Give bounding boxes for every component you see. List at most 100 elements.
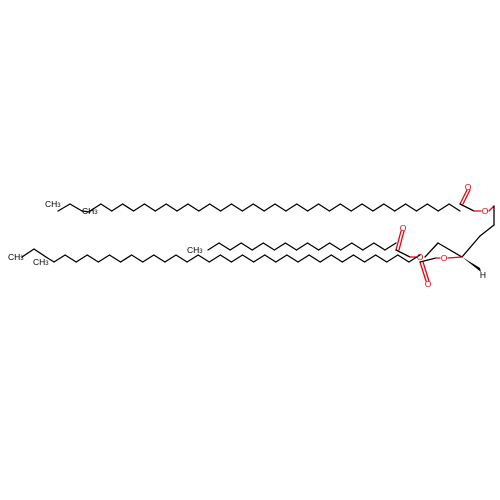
top-chain-bond — [404, 203, 418, 212]
bottom-chain-bond — [186, 254, 199, 263]
top-chain-bond — [132, 203, 146, 212]
top-chain-bond — [230, 203, 244, 212]
bottom-chain-bond — [142, 254, 155, 263]
top-chain-bond — [328, 203, 341, 212]
top-chain-bond — [111, 203, 124, 212]
middle-methyl-label: CH3 — [187, 245, 203, 255]
top-chain-bond — [372, 203, 385, 212]
top-o-ch2-bond — [488, 205, 495, 212]
bottom-chain-bond — [363, 254, 377, 263]
bottom-methyl-label: CH3 — [8, 252, 24, 262]
middle-chain-bond — [218, 242, 231, 251]
top-methyl-label: CH3 — [45, 199, 61, 209]
middle-o-ch2-bond — [424, 242, 439, 258]
top-chain-bond — [339, 203, 352, 212]
bottom-chain-bond — [408, 254, 421, 263]
middle-ester-oxygen: O — [417, 252, 424, 262]
stereo-hydrogen: H — [480, 270, 486, 280]
top-chain-bond — [296, 203, 309, 212]
top-chain-bond — [437, 203, 450, 212]
top-chain-bond — [361, 203, 374, 212]
top-chain-bond — [143, 203, 156, 212]
middle-chain-bond — [295, 242, 309, 251]
top-chain-bond — [100, 203, 113, 212]
middle-chain-bond — [229, 242, 242, 251]
middle-carbonyl-bond-2 — [398, 230, 405, 251]
top-carbonyl-oxygen: O — [465, 182, 472, 192]
bottom-chain-bond — [352, 254, 366, 263]
bottom-chain-bond — [252, 254, 266, 263]
top-chain-bond — [317, 203, 331, 212]
bottom-chain-bond — [297, 254, 310, 263]
bottom-chain-bond — [197, 254, 210, 263]
glycerol-c2-up-bond — [461, 235, 481, 258]
methyl-branch-bond — [81, 210, 91, 213]
bottom-ester-oxygen: O — [441, 253, 448, 263]
bottom-chain-bond — [275, 254, 288, 263]
top-chain-bond — [274, 203, 287, 212]
middle-ester-bond — [395, 249, 411, 258]
middle-chain-bond — [240, 242, 253, 251]
bottom-ester-bond — [419, 257, 437, 263]
middle-chain-bond — [262, 242, 276, 251]
bottom-chain-bond — [108, 254, 122, 263]
top-chain-bond — [383, 203, 396, 212]
bottom-chain-bond — [153, 254, 166, 263]
middle-chain-bond — [306, 242, 320, 251]
top-carbonyl-bond — [459, 189, 468, 205]
top-chain-bond — [121, 203, 135, 212]
middle-chain-bond — [351, 242, 364, 251]
middle-chain-bond — [273, 242, 287, 251]
middle-chain-bond — [328, 242, 342, 251]
bottom-chain-bond — [264, 254, 277, 263]
middle-chain-bond — [384, 242, 397, 251]
middle-carbonyl-oxygen: O — [400, 223, 407, 233]
stereo-wedge-bond — [462, 257, 481, 272]
top-chain-bond — [306, 203, 320, 212]
middle-chain-bond — [317, 242, 331, 251]
bottom-chain-bond — [230, 254, 244, 263]
bottom-chain-bond — [208, 254, 222, 263]
middle-chain-bond — [207, 242, 220, 251]
glycerol-c1-c2-bond — [479, 224, 495, 237]
bottom-chain-bond — [308, 254, 321, 263]
top-chain-bond — [165, 203, 178, 212]
top-chain-bond — [448, 203, 461, 212]
bottom-ethyl-bond — [33, 248, 47, 258]
bottom-chain-bond — [119, 254, 133, 263]
bond-layer — [21, 189, 495, 282]
top-ester-bond — [459, 203, 475, 212]
middle-chain-bond — [373, 242, 386, 251]
top-chain-bond — [209, 203, 222, 212]
ethyl-bond — [69, 203, 83, 212]
middle-chain-bond — [362, 242, 375, 251]
top-chain-bond — [252, 203, 265, 212]
top-chain-bond — [219, 203, 233, 212]
middle-chain-bond — [251, 242, 264, 251]
bottom-terminal-bond — [21, 248, 35, 258]
top-chain-bond — [426, 203, 439, 212]
bottom-methyl-branch-bond — [45, 256, 55, 263]
bottom-ch-branch-label: CH3 — [33, 257, 49, 267]
bottom-chain-bond — [219, 254, 233, 263]
bottom-chain-bond — [319, 254, 332, 263]
top-chain-bond — [415, 203, 429, 212]
bottom-chain-bond — [130, 254, 144, 263]
middle-chain-bond — [340, 242, 353, 251]
middle-chain-bond — [284, 242, 298, 251]
bottom-chain-bond — [286, 254, 299, 263]
bottom-chain-bond — [175, 254, 188, 263]
top-chain-bond — [198, 203, 211, 212]
bottom-carbonyl-bond-2 — [422, 261, 430, 282]
bottom-chain-bond — [75, 254, 88, 263]
bottom-chain-bond — [241, 254, 255, 263]
bottom-chain-bond — [374, 254, 388, 263]
bottom-chain-bond — [86, 254, 100, 263]
top-chain-bond — [263, 203, 276, 212]
bottom-chain-bond — [397, 254, 410, 263]
bottom-chain-bond — [97, 254, 111, 263]
bottom-chain-bond — [341, 254, 355, 263]
bottom-chain-bond — [64, 254, 77, 263]
